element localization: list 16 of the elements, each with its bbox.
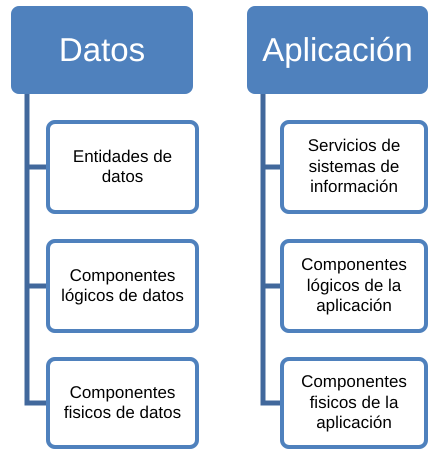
header-text: Datos [58,31,146,69]
component-box [280,239,428,333]
header-text: Aplicación [262,31,413,69]
box-text: Servicios de sistemas de información [306,136,402,198]
component-box [46,239,199,333]
component-box [280,120,428,214]
box-text: Componentes fisicos de la aplicación [300,372,408,434]
component-box [46,357,199,449]
category-header-box [247,6,428,94]
category-header-box [11,6,193,94]
box-text: Componentes lógicos de datos [60,266,185,306]
component-box [280,357,428,449]
box-text: Componentes lógicos de la aplicación [300,255,408,317]
component-box [46,120,199,214]
box-text: Componentes fisicos de datos [62,382,182,424]
box-text: Entidades de datos [72,146,174,188]
